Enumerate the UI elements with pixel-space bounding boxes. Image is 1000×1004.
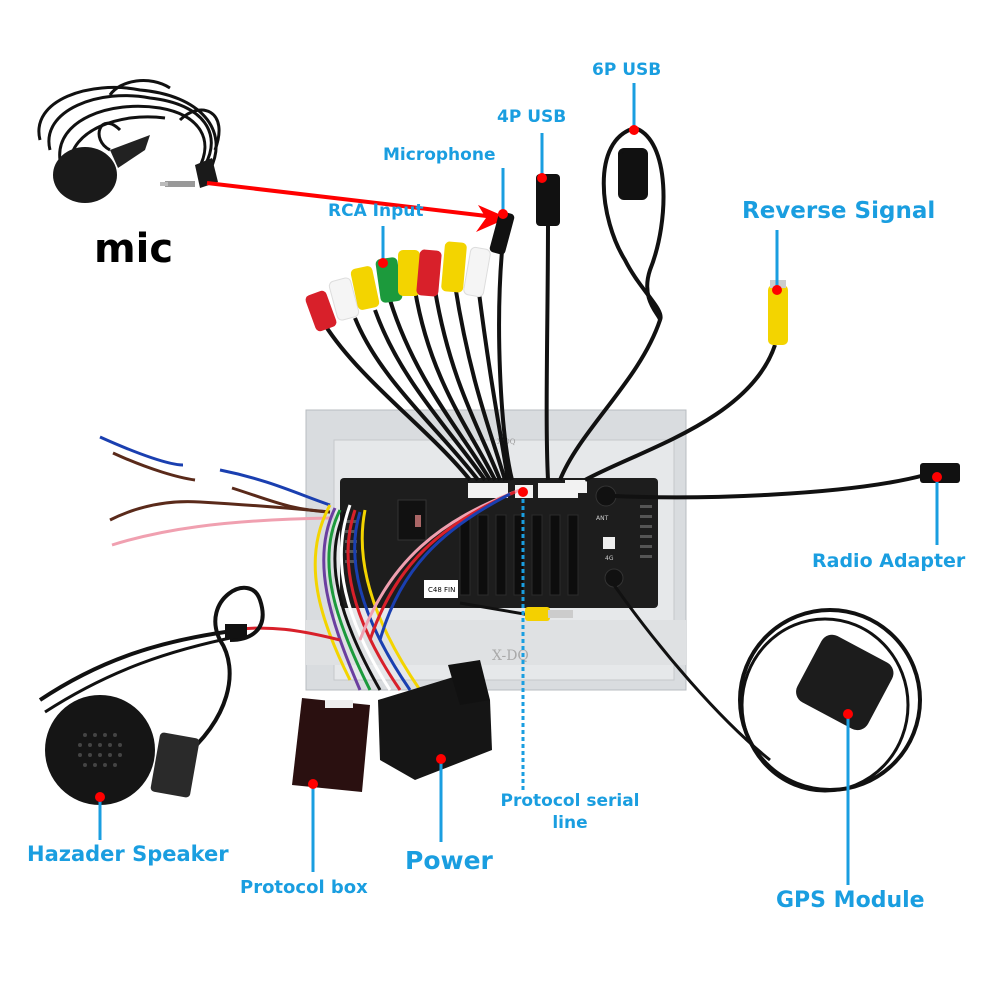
4p-usb-connector bbox=[536, 174, 560, 226]
label-microphone: Microphone bbox=[383, 145, 496, 165]
marker-gps-module bbox=[843, 709, 853, 719]
microphone-jack bbox=[489, 211, 515, 255]
label-protocol-serial-line-1: Protocol serial bbox=[500, 791, 640, 811]
marker-4p-usb bbox=[537, 173, 547, 183]
label-power: Power bbox=[405, 846, 493, 875]
label-6p-usb: 6P USB bbox=[592, 60, 662, 80]
label-protocol-serial-line-2: line bbox=[552, 813, 588, 833]
sticker bbox=[424, 580, 458, 598]
marker-protocol-serial-line bbox=[518, 487, 528, 497]
protocol-box bbox=[292, 698, 370, 792]
gps-port bbox=[604, 568, 624, 588]
speaker-grille bbox=[78, 733, 122, 767]
marker-protocol-box bbox=[308, 779, 318, 789]
antenna-port-label: ANT bbox=[596, 515, 609, 522]
mic-caption: mic bbox=[94, 226, 173, 272]
power-connector bbox=[378, 660, 492, 780]
loose-wires bbox=[99, 435, 331, 547]
label-hazader-speaker: Hazader Speaker bbox=[27, 842, 229, 866]
brand-mark: X-DQ bbox=[492, 648, 529, 664]
hazader-speaker bbox=[38, 585, 265, 805]
marker-reverse-signal bbox=[772, 285, 782, 295]
marker-6p-usb bbox=[629, 125, 639, 135]
label-rca-input: RCA Input bbox=[328, 201, 424, 221]
gps-module bbox=[612, 584, 922, 793]
rca-connectors bbox=[305, 211, 515, 332]
marker-hazader-speaker bbox=[95, 792, 105, 802]
4g-port bbox=[603, 537, 615, 549]
harness-bundle bbox=[229, 488, 521, 691]
antenna-port bbox=[595, 485, 617, 507]
sticker-text: C48 FIN bbox=[428, 586, 455, 594]
6p-usb-cable bbox=[558, 319, 662, 481]
microphone-accessory bbox=[37, 79, 221, 203]
label-radio-adapter: Radio Adapter bbox=[812, 550, 966, 572]
connector-block bbox=[565, 480, 587, 493]
label-gps-module: GPS Module bbox=[776, 888, 925, 913]
label-protocol-serial-line: Protocol serial line bbox=[470, 790, 670, 834]
marker-power bbox=[436, 754, 446, 764]
marker-rca-input bbox=[378, 258, 388, 268]
marker-dots bbox=[95, 125, 942, 802]
label-4p-usb: 4P USB bbox=[497, 107, 567, 127]
reverse-rca-connector bbox=[768, 285, 788, 345]
mic-connection-arrow bbox=[206, 181, 508, 232]
marker-radio-adapter bbox=[932, 472, 942, 482]
4g-port-label: 4G bbox=[605, 555, 614, 562]
mic-foam-head bbox=[53, 147, 117, 203]
reverse-cable bbox=[584, 344, 777, 482]
label-protocol-box: Protocol box bbox=[240, 877, 368, 898]
connector-block bbox=[468, 483, 508, 498]
6p-usb-coil bbox=[601, 126, 666, 321]
leader-lines bbox=[98, 83, 939, 885]
upper-wires bbox=[323, 219, 926, 500]
marker-microphone bbox=[498, 209, 508, 219]
mic-clip bbox=[110, 135, 150, 168]
label-reverse-signal: Reverse Signal bbox=[742, 198, 936, 224]
4p-usb-cable bbox=[544, 219, 550, 481]
radio-adapter-cable bbox=[614, 473, 926, 500]
